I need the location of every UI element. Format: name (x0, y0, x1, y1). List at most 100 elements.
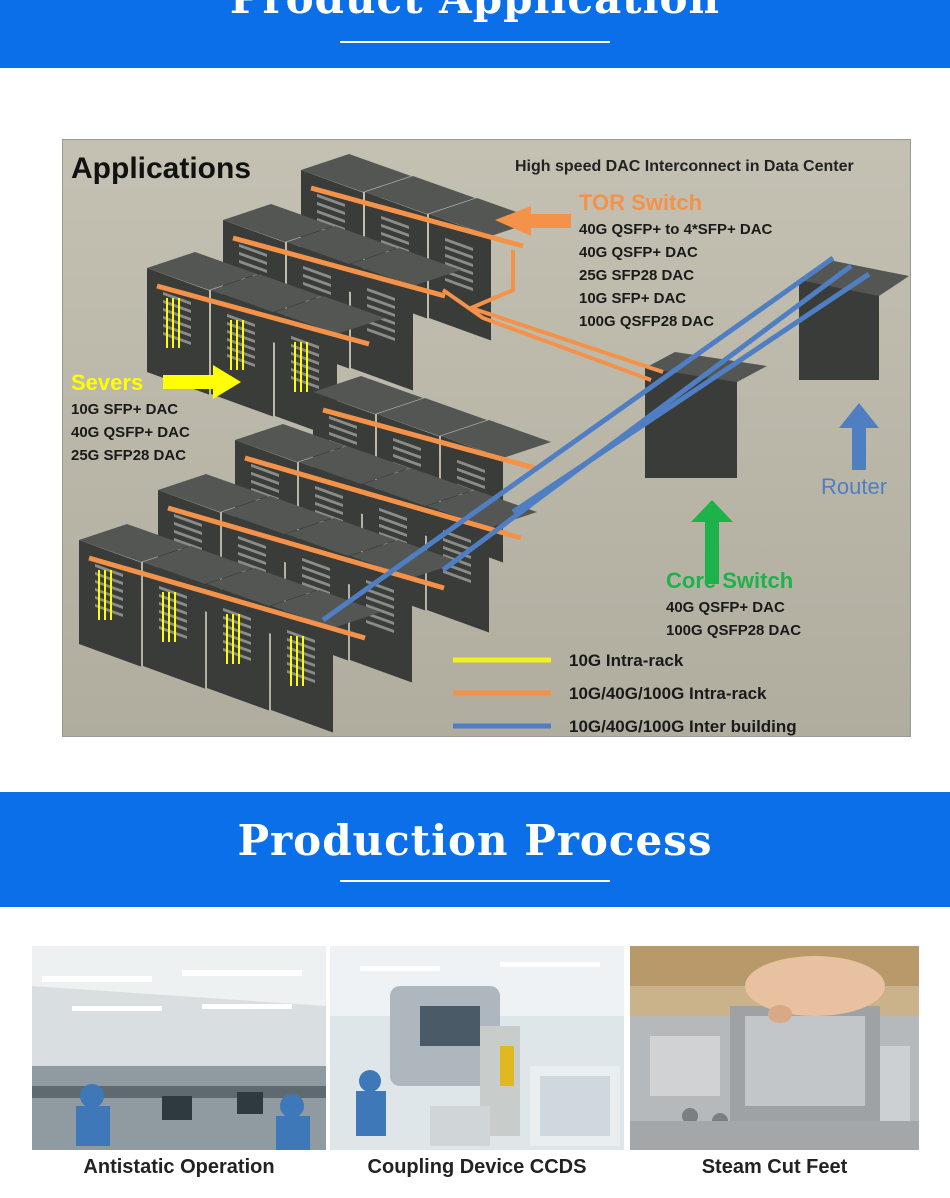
rack-vent (366, 603, 394, 618)
rack-vent (287, 669, 315, 684)
rack-vent (163, 299, 191, 314)
rack-vent (303, 265, 331, 280)
rack-vent (159, 601, 187, 616)
rack-vent (393, 453, 421, 468)
rack-vent (239, 259, 267, 274)
rack-top (441, 420, 551, 458)
rack-top (207, 568, 317, 606)
rack-vent (159, 609, 187, 624)
rack-vent (287, 637, 315, 652)
rack-vent (457, 459, 485, 474)
rack-top (301, 154, 411, 192)
rack-vent (95, 579, 123, 594)
rack-vent (163, 307, 191, 322)
rack-top (363, 468, 473, 506)
rack-vent (457, 475, 485, 490)
orange-cable (244, 455, 522, 541)
rack-vent (159, 617, 187, 632)
rack-vent (223, 631, 251, 646)
tor-item: 40G QSFP+ DAC (579, 244, 698, 261)
tor-item: 40G QSFP+ to 4*SFP+ DAC (579, 221, 773, 238)
rack-vent (329, 415, 357, 430)
orange-cable (88, 555, 366, 641)
rack-vent (291, 359, 319, 374)
rack-vent (367, 303, 395, 318)
rack-vent (366, 595, 394, 610)
antistatic-photo-image (32, 946, 326, 1182)
rack-vent (315, 493, 343, 508)
rack-vent (315, 501, 343, 516)
rack-vent (287, 661, 315, 676)
section-title: Production Process (237, 816, 713, 865)
rack-vent (287, 653, 315, 668)
core-item: 100G QSFP28 DAC (666, 622, 801, 639)
blue-link (441, 263, 853, 573)
rack-vent (251, 471, 279, 486)
rack-vent (227, 345, 255, 360)
rack-top (287, 226, 397, 264)
rack-vent (163, 315, 191, 330)
rack-vent (329, 431, 357, 446)
rack-vent (238, 551, 266, 566)
rack-vent (223, 615, 251, 630)
servers-arrow-icon (163, 365, 241, 399)
rack-vent (443, 537, 471, 552)
title-underline (340, 41, 610, 43)
rack-vent (445, 237, 473, 252)
orange-link (465, 250, 664, 374)
rack-vent (95, 571, 123, 586)
rack-vent (95, 603, 123, 618)
tor-item: 100G QSFP28 DAC (579, 313, 714, 330)
router-label: Router (821, 474, 887, 499)
rack-vent (445, 245, 473, 260)
blue-link (511, 271, 871, 515)
legend-label: 10G/40G/100G Inter building (569, 717, 797, 736)
rack-vent (227, 337, 255, 352)
rack-vent (302, 573, 330, 588)
rack-vent (315, 485, 343, 500)
rack-top (299, 446, 409, 484)
tor-item: 25G SFP28 DAC (579, 267, 694, 284)
rack-vent (223, 623, 251, 638)
rack-top (377, 398, 487, 436)
rack-vent (379, 507, 407, 522)
orange-cable (156, 283, 370, 347)
rack-vent (379, 523, 407, 538)
rack-top (351, 248, 461, 286)
rack-vent (381, 223, 409, 238)
rack-vent (317, 201, 345, 216)
core-item: 40G QSFP+ DAC (666, 599, 785, 616)
rack-vent (95, 563, 123, 578)
rack-top (223, 204, 333, 242)
rack-vent (302, 565, 330, 580)
rack-vent (302, 557, 330, 572)
orange-cable (310, 185, 524, 249)
rack-vent (379, 515, 407, 530)
orange-link (441, 288, 652, 382)
rack-top (143, 546, 253, 584)
rack-top (313, 376, 423, 414)
tor-arrow-icon (495, 206, 571, 236)
rack-vent (251, 479, 279, 494)
application-banner: Product Application (0, 0, 950, 68)
process-photos: Antistatic Operation Coupling Device CCD… (32, 946, 919, 1182)
rack-top (147, 252, 257, 290)
rack-vent (303, 281, 331, 296)
rack-vent (238, 543, 266, 558)
rack-vent (367, 295, 395, 310)
rack-vent (163, 291, 191, 306)
rack-vent (303, 273, 331, 288)
photo-caption: Coupling Device CCDS (330, 1150, 624, 1182)
legend: 10G Intra-rack 10G/40G/100G Intra-rack 1… (453, 651, 797, 736)
photo-steam-cut: Steam Cut Feet (630, 946, 919, 1182)
rack-top (222, 496, 332, 534)
servers-item: 10G SFP+ DAC (71, 401, 178, 418)
rack-top (235, 424, 345, 462)
rack-top (275, 296, 385, 334)
rack-vent (445, 253, 473, 268)
data-center-diagram: Applications High speed DAC Interconnect… (63, 140, 910, 736)
rack-vent (393, 445, 421, 460)
rack-vent (445, 269, 473, 284)
rack-vent (381, 231, 409, 246)
cable-links (321, 250, 871, 623)
